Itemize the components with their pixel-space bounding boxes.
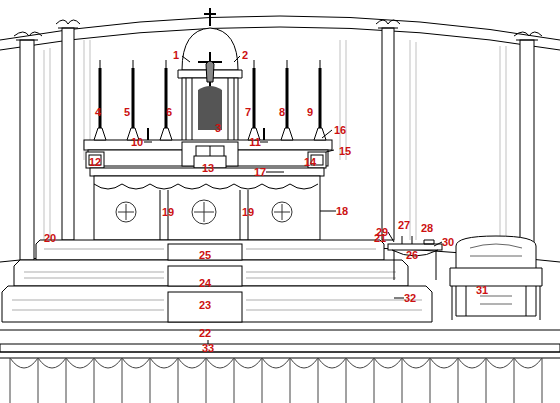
callout-number: 31 <box>476 285 488 296</box>
callout-number: 11 <box>249 137 261 148</box>
callout-number: 10 <box>131 137 143 148</box>
callout-number: 22 <box>199 328 211 339</box>
callout-number: 8 <box>279 107 285 118</box>
callout-number: 1 <box>173 50 179 61</box>
callout-number: 4 <box>95 107 101 118</box>
callout-number: 29 <box>376 227 388 238</box>
callout-number: 18 <box>336 206 348 217</box>
callout-number: 2 <box>242 50 248 61</box>
callout-number: 16 <box>334 125 346 136</box>
callout-number: 33 <box>202 343 214 354</box>
callout-number: 15 <box>339 146 351 157</box>
callout-number: 24 <box>199 278 211 289</box>
callout-number: 25 <box>199 250 211 261</box>
callout-number: 19 <box>162 207 174 218</box>
callout-number: 6 <box>166 107 172 118</box>
callout-number: 5 <box>124 107 130 118</box>
callout-number: 26 <box>406 250 418 261</box>
callout-number: 23 <box>199 300 211 311</box>
callout-number: 27 <box>398 220 410 231</box>
callout-number: 12 <box>89 157 101 168</box>
callout-number: 3 <box>215 123 221 134</box>
callout-number: 13 <box>202 163 214 174</box>
callout-number: 17 <box>254 167 266 178</box>
callout-number: 32 <box>404 293 416 304</box>
callout-number: 9 <box>307 107 313 118</box>
callout-number: 7 <box>245 107 251 118</box>
callout-number: 19 <box>242 207 254 218</box>
callout-number: 28 <box>421 223 433 234</box>
callout-number: 14 <box>304 157 316 168</box>
callout-number: 20 <box>44 233 56 244</box>
callout-number: 30 <box>442 237 454 248</box>
